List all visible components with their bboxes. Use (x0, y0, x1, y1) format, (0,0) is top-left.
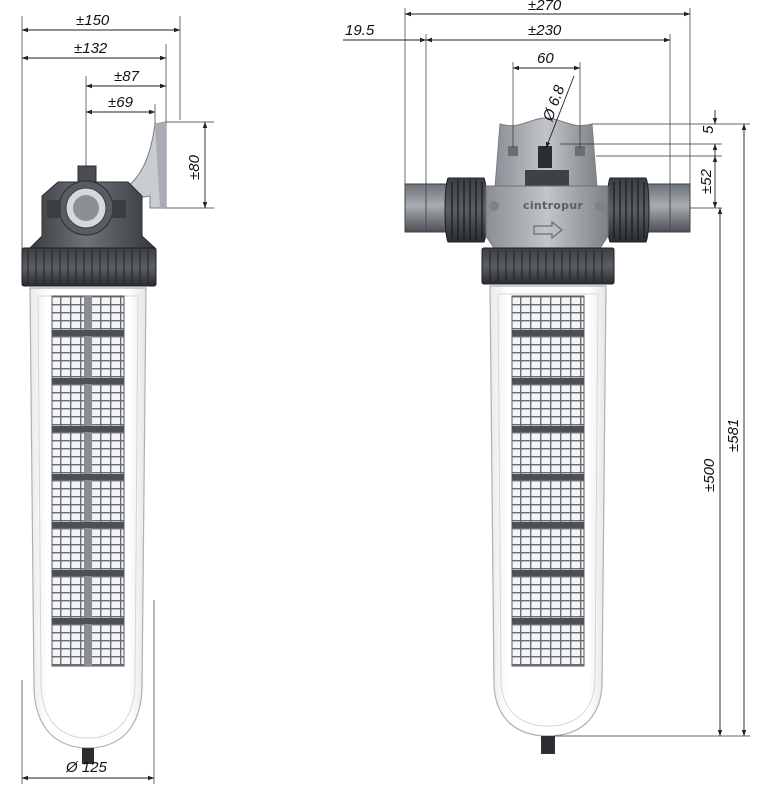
dim-side-150: ±150 (76, 12, 110, 29)
front-head-body: cintropur (485, 185, 609, 249)
dim-front-19-5: 19.5 (345, 22, 375, 39)
front-transparent-bowl (489, 285, 607, 754)
dim-front-5: 5 (700, 125, 717, 134)
front-view: cintropur (404, 117, 691, 754)
front-inlet-nut (444, 177, 488, 243)
front-dimensions: ±270 19.5 ±230 60 Ø 6.8 5 ±52 ±500 ±581 (343, 0, 750, 737)
front-bowl-ring (481, 247, 615, 285)
dim-front-581: ±581 (725, 419, 742, 452)
dim-side-125: Ø 125 (65, 759, 108, 776)
dim-front-hole-diameter: Ø 6.8 (539, 82, 568, 124)
dim-side-69: ±69 (108, 94, 134, 111)
side-bowl-ring (21, 247, 157, 287)
dim-front-230: ±230 (528, 22, 562, 39)
flow-arrow-icon (533, 220, 563, 240)
dim-front-52: ±52 (698, 168, 715, 194)
front-outlet-pipe (641, 183, 691, 233)
side-head-housing (28, 165, 157, 249)
dim-front-270: ±270 (528, 0, 562, 14)
dim-side-87: ±87 (114, 68, 140, 85)
dim-front-500: ±500 (701, 458, 718, 492)
front-outlet-nut (606, 177, 650, 243)
dim-front-60: 60 (537, 50, 554, 67)
brand-logo-text: cintropur (523, 199, 583, 212)
dim-side-132: ±132 (74, 40, 108, 57)
side-dimensions: ±150 ±132 ±87 ±69 ±80 Ø 125 (21, 12, 214, 784)
side-view (21, 121, 167, 764)
side-transparent-bowl (29, 287, 147, 764)
front-head-plate (493, 117, 599, 201)
dim-side-80: ±80 (186, 154, 203, 180)
